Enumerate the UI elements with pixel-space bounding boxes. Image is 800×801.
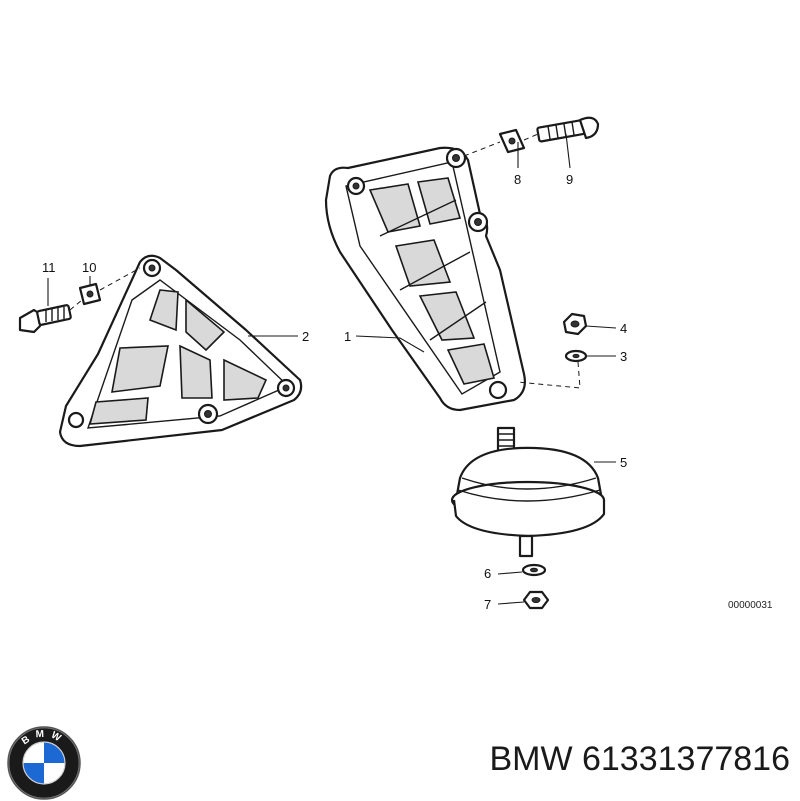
leader-lines	[47, 133, 617, 605]
logo-roundel	[22, 741, 66, 785]
part-2-left-bracket	[58, 254, 303, 448]
callout-1: 1	[344, 329, 351, 344]
logo-quarter-white-1	[44, 763, 65, 784]
part-10-washer	[78, 282, 102, 306]
callout-2: 2	[302, 329, 309, 344]
part-11-bolt	[18, 304, 72, 334]
part-7-nut	[522, 590, 550, 610]
part-1-main-bracket	[324, 146, 526, 412]
part-9-bolt	[536, 116, 600, 143]
callout-11: 11	[42, 260, 56, 275]
callout-4: 4	[620, 321, 627, 336]
drawing-code: 00000031	[728, 600, 773, 611]
callout-10: 10	[82, 260, 96, 275]
part-5-rubber-mount	[450, 426, 606, 558]
part-4-nut	[562, 312, 588, 336]
callout-7: 7	[484, 597, 491, 612]
part-number-caption: BMW 61331377816	[489, 740, 790, 778]
callout-6: 6	[484, 566, 491, 581]
logo-quarter-blue-2	[23, 763, 44, 784]
logo-quarter-white-2	[23, 742, 44, 763]
callout-9: 9	[566, 172, 573, 187]
part-8-washer	[498, 128, 526, 154]
part-3-washer	[564, 349, 588, 363]
callout-8: 8	[514, 172, 521, 187]
bmw-logo: BMW	[7, 726, 81, 800]
logo-quarter-blue-1	[44, 742, 65, 763]
callout-5: 5	[620, 455, 627, 470]
part-6-washer	[521, 563, 547, 577]
callout-3: 3	[620, 349, 627, 364]
